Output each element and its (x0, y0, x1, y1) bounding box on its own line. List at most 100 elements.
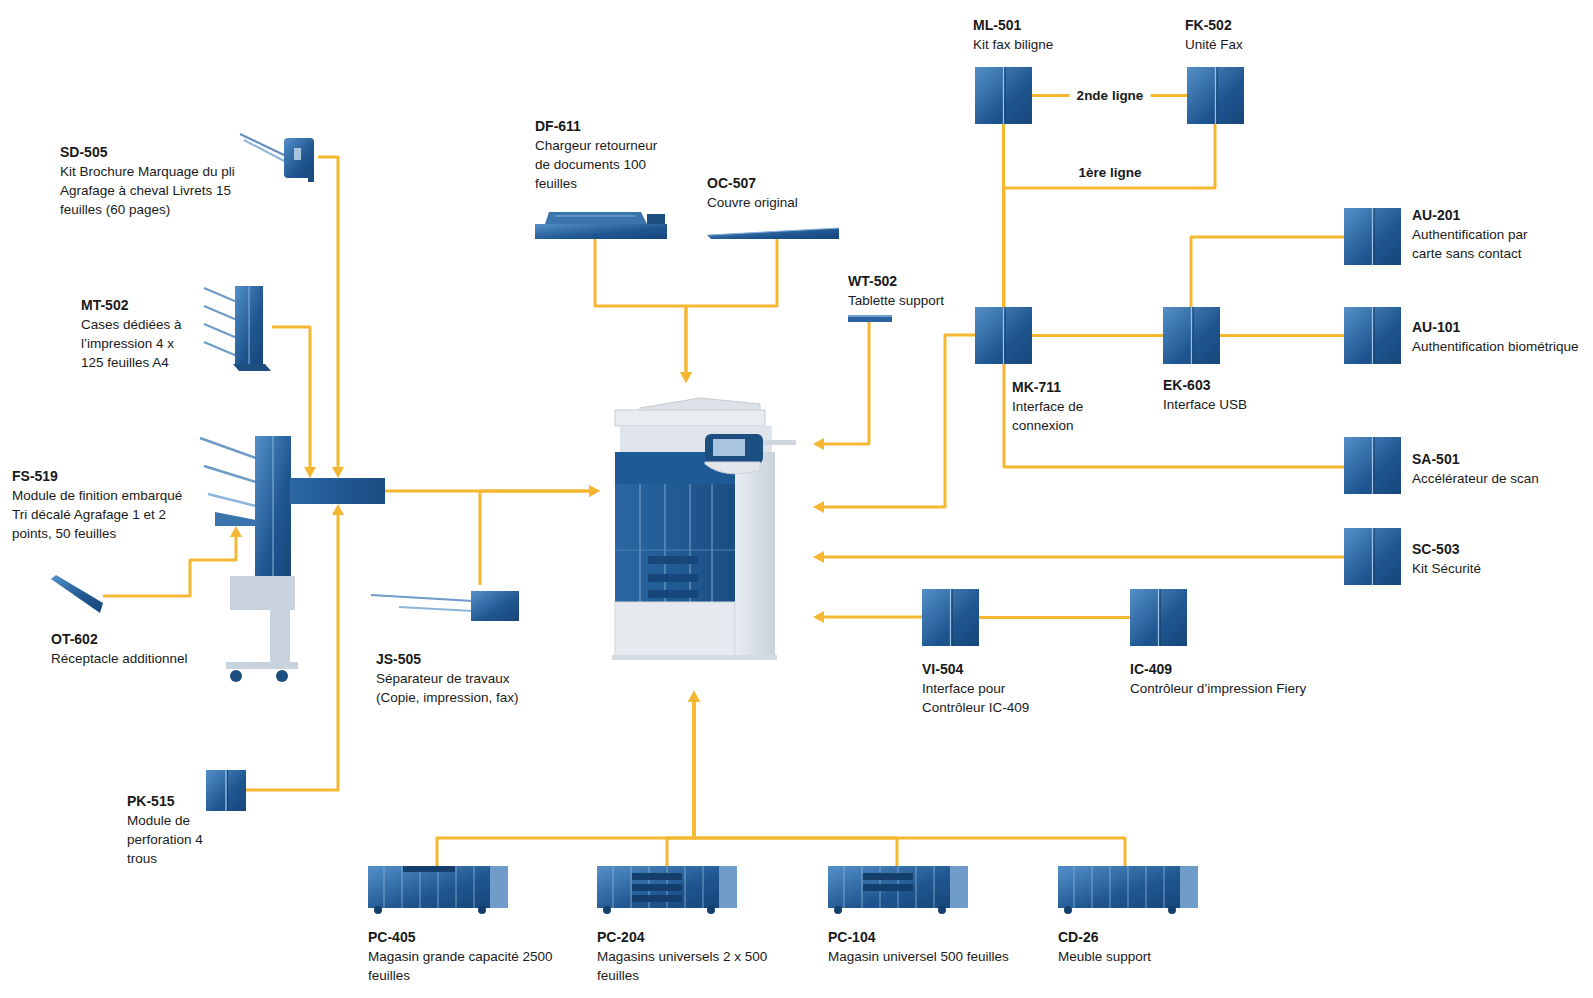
module-shape (371, 585, 519, 621)
connector (1191, 237, 1344, 307)
module-icon (922, 589, 979, 646)
module-icon (707, 226, 839, 239)
scan-accelerator: SA-501Accélérateur de scan (1344, 437, 1582, 494)
connector (1004, 124, 1215, 307)
connector-line (822, 616, 922, 619)
part-description: Authentification biométrique (1412, 337, 1590, 356)
module-shape (1058, 866, 1198, 914)
part-description: Meuble support (1058, 947, 1248, 966)
part-code: WT-502 (848, 272, 978, 291)
connection-interface: MK-711Interface de connexion (975, 307, 1102, 435)
connector-line (1191, 237, 1344, 307)
module-shape (848, 315, 892, 322)
label-block: ML-501Kit fax biligne (973, 16, 1123, 54)
module-icon (1187, 67, 1244, 124)
module-shape (1344, 307, 1401, 364)
module-shape (206, 770, 246, 811)
module-icon (1130, 589, 1187, 646)
part-description: Module de perforation 4 trous (127, 811, 203, 868)
module-icon (51, 575, 103, 615)
part-code: MT-502 (81, 296, 193, 315)
connector (813, 335, 975, 513)
connector-line (1004, 364, 1344, 467)
part-description: Unité Fax (1185, 35, 1335, 54)
label-block: SA-501Accélérateur de scan (1412, 450, 1582, 488)
label-block: IC-409Contrôleur d’impression Fiery (1130, 660, 1340, 698)
module-shape (51, 575, 103, 615)
part-code: SC-503 (1412, 540, 1582, 559)
print-controller: IC-409Contrôleur d’impression Fiery (1130, 589, 1340, 698)
paper-trays: PC-204Magasins universels 2 x 500 feuill… (597, 866, 787, 985)
part-code: FS-519 (12, 467, 195, 486)
booklet-kit: SD-505Kit Brochure Marquage du pli Agraf… (60, 132, 318, 219)
module-shape (368, 866, 508, 914)
connector-line (667, 700, 694, 866)
connector (437, 691, 700, 866)
connector-line (1004, 124, 1215, 307)
part-description: Accélérateur de scan (1412, 469, 1582, 488)
part-description: Chargeur retourneur de documents 100 feu… (535, 136, 675, 193)
part-description: Kit fax biligne (973, 35, 1123, 54)
paper-tray: PC-104Magasin universel 500 feuilles (828, 866, 1018, 966)
connector-line (437, 700, 694, 866)
module-icon (535, 206, 667, 239)
part-description: Interface USB (1163, 395, 1273, 414)
module-shape (828, 866, 968, 914)
label-block: FK-502Unité Fax (1185, 16, 1335, 54)
connector-line (822, 556, 1344, 559)
biometric-auth: AU-101Authentification biométrique (1344, 307, 1590, 364)
module-icon (371, 585, 519, 621)
connector (813, 322, 869, 450)
module-icon (975, 67, 1032, 124)
label-block: OC-507Couvre original (707, 174, 837, 212)
job-separator: JS-505Séparateur de travaux (Copie, impr… (371, 585, 536, 707)
part-code: SA-501 (1412, 450, 1582, 469)
module-shape (1130, 589, 1187, 646)
module-icon (848, 315, 892, 322)
label-block: FS-519Module de finition embarqué Tri dé… (12, 467, 195, 543)
part-code: VI-504 (922, 660, 1052, 679)
connector-line (1032, 334, 1163, 337)
part-description: Couvre original (707, 193, 837, 212)
connector-line (318, 157, 338, 469)
connector-line (1220, 334, 1344, 337)
document-feeder: DF-611Chargeur retourneur de documents 1… (535, 117, 675, 239)
label-block: OT-602Réceptacle additionnel (51, 630, 211, 668)
module-icon (828, 866, 968, 914)
label-block: CD-26Meuble support (1058, 928, 1248, 966)
controller-interface: VI-504Interface pour Contrôleur IC-409 (922, 589, 1052, 717)
label-block: JS-505Séparateur de travaux (Copie, impr… (376, 650, 536, 707)
module-shape (200, 436, 390, 686)
connector-line (979, 616, 1130, 619)
part-description: Magasins universels 2 x 500 feuilles (597, 947, 787, 985)
connector (1004, 364, 1344, 467)
part-code: JS-505 (376, 650, 536, 669)
copier-drawing (612, 398, 796, 660)
connector-line (694, 700, 1125, 866)
label-block: VI-504Interface pour Contrôleur IC-409 (922, 660, 1052, 717)
part-code: PC-204 (597, 928, 787, 947)
part-code: PC-104 (828, 928, 1018, 947)
part-description: Kit Brochure Marquage du pli Agrafage à … (60, 162, 235, 219)
connector-line (822, 335, 975, 507)
module-shape (1187, 67, 1244, 124)
module-shape (203, 284, 272, 371)
module-shape (1163, 307, 1220, 364)
module-shape (922, 589, 979, 646)
line-label: 2nde ligne (1070, 87, 1151, 104)
connector (688, 691, 1125, 866)
anchor-zone (215, 512, 255, 526)
part-description: Interface de connexion (1012, 397, 1102, 435)
fax-unit: FK-502Unité Fax (1185, 16, 1335, 124)
part-description: Magasin grande capacité 2500 feuilles (368, 947, 558, 985)
connector-line (1002, 124, 1005, 307)
part-description: Interface pour Contrôleur IC-409 (922, 679, 1052, 717)
anchor-zone (290, 478, 385, 504)
module-icon (1344, 528, 1401, 585)
module-icon (1344, 437, 1401, 494)
part-description: Séparateur de travaux (Copie, impression… (376, 669, 536, 707)
original-cover: OC-507Couvre original (707, 174, 839, 239)
mailbox: MT-502Cases dédiées à l’impression 4 x 1… (81, 284, 272, 372)
connector (595, 239, 692, 383)
module-icon (1344, 307, 1401, 364)
